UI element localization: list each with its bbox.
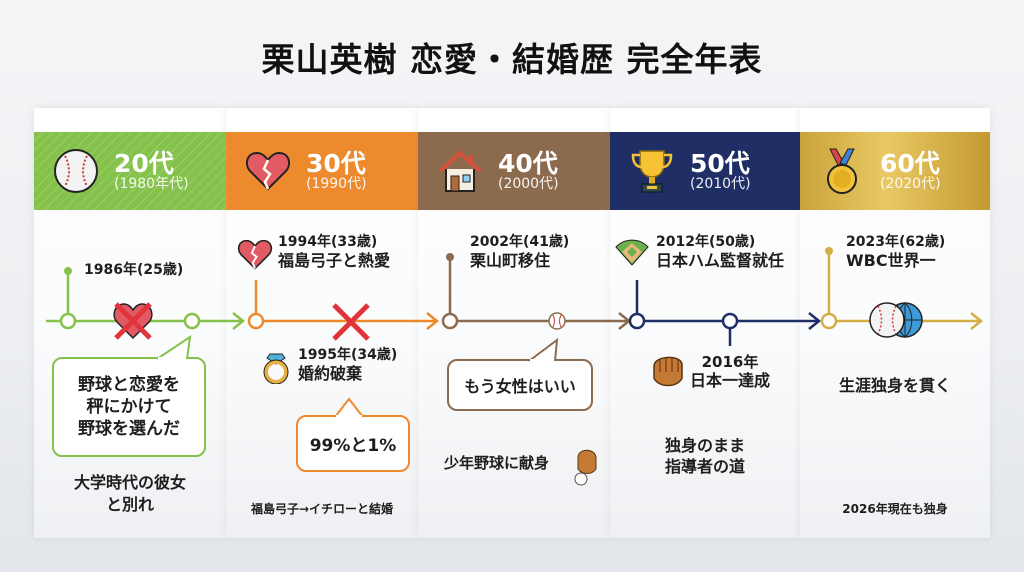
note-youth-baseball: 少年野球に献身 — [444, 454, 550, 472]
event-year: 2016年 — [701, 353, 759, 371]
note-line: と別れ — [105, 494, 154, 514]
bubble-tail — [528, 338, 559, 362]
note-line: 独身のまま — [664, 436, 745, 455]
note-yumiko-married-ichiro: 福島弓子→イチローと結婚 — [250, 502, 394, 516]
broken-heart-icon — [237, 239, 273, 270]
house-icon — [436, 147, 484, 195]
event-1986: 1986年(25歳) — [84, 262, 183, 279]
event-2016: 2016年 日本一達成 — [690, 353, 770, 390]
period-header-30s: 30代(1990代) — [226, 132, 418, 210]
event-year: 2012年(50歳) — [656, 234, 756, 250]
event-text: WBC世界一 — [846, 250, 936, 270]
note-single-coach-path: 独身のまま 指導者の道 — [640, 436, 770, 478]
event-year: 1986年(25歳) — [84, 262, 184, 278]
bubble-tail — [334, 397, 364, 418]
event-year: 2002年(41歳) — [470, 234, 570, 250]
event-text: 日本ハム監督就任 — [656, 250, 785, 270]
cross-icon — [332, 303, 370, 341]
crossed-heart-icon — [113, 302, 153, 340]
quote-bubble-no-more-women: もう女性はいい — [447, 359, 593, 411]
event-2023: 2023年(62歳) WBC世界一 — [846, 234, 945, 270]
broken-heart-icon — [244, 147, 292, 195]
bubble-line: 野球を選んだ — [78, 419, 180, 440]
event-text: 日本一達成 — [690, 371, 771, 390]
event-text: 福島弓子と熱愛 — [278, 250, 391, 270]
bubble-text: もう女性はいい — [464, 377, 576, 396]
quote-bubble-99-percent: 99%と1% — [296, 415, 410, 472]
bubble-tail — [156, 335, 192, 360]
decade-label: 30代 — [306, 148, 366, 178]
event-2002: 2002年(41歳) 栗山町移住 — [470, 234, 569, 270]
glove-and-ball-icon — [574, 449, 597, 486]
event-2012: 2012年(50歳) 日本ハム監督就任 — [656, 234, 784, 270]
medal-icon — [818, 147, 866, 195]
baseball-field-icon — [615, 239, 649, 266]
glove-icon — [653, 356, 683, 387]
baseball-icon — [548, 312, 566, 330]
decade-label: 20代 — [114, 148, 174, 178]
decade-label: 40代 — [498, 148, 558, 178]
event-text: 婚約破棄 — [298, 363, 363, 383]
quote-bubble-baseball-over-love: 野球と恋愛を 秤にかけて 野球を選んだ — [52, 357, 206, 457]
note-college-breakup: 大学時代の彼女 と別れ — [40, 472, 220, 515]
page-title: 栗山英樹 恋愛・結婚歴 完全年表 — [261, 40, 763, 79]
trophy-icon — [628, 147, 676, 195]
note-lifelong-single: 生涯独身を貫く — [838, 376, 951, 395]
bubble-line: 秤にかけて — [86, 396, 172, 417]
period-header-60s: 60代(2020代) — [800, 132, 990, 210]
years-label: (1990代) — [306, 175, 367, 192]
decade-label: 50代 — [690, 148, 750, 178]
decade-label: 60代 — [880, 148, 940, 178]
bubble-text: 99%と1% — [309, 436, 397, 456]
event-1994: 1994年(33歳) 福島弓子と熱愛 — [278, 234, 390, 270]
event-year: 2023年(62歳) — [846, 234, 946, 250]
baseball-icon — [52, 147, 100, 195]
event-year: 1995年(34歳) — [298, 347, 398, 363]
period-header-40s: 40代(2000代) — [418, 132, 610, 210]
years-label: (2010代) — [690, 175, 751, 192]
note-still-single-2026: 2026年現在も独身 — [842, 502, 948, 516]
years-label: (1980年代) — [114, 175, 189, 192]
ring-icon — [263, 353, 289, 384]
note-line: 大学時代の彼女 — [73, 473, 186, 492]
note-line: 指導者の道 — [664, 456, 745, 476]
event-year: 1994年(33歳) — [278, 234, 378, 250]
event-text: 栗山町移住 — [470, 250, 551, 270]
years-label: (2020代) — [880, 175, 941, 192]
bubble-line: 野球と恋愛を — [78, 374, 180, 395]
years-label: (2000代) — [498, 175, 559, 192]
event-1995: 1995年(34歳) 婚約破棄 — [298, 347, 397, 383]
period-header-20s: 20代(1980年代) — [34, 132, 226, 210]
baseball-globe-icon — [869, 302, 923, 338]
period-header-50s: 50代(2010代) — [610, 132, 800, 210]
